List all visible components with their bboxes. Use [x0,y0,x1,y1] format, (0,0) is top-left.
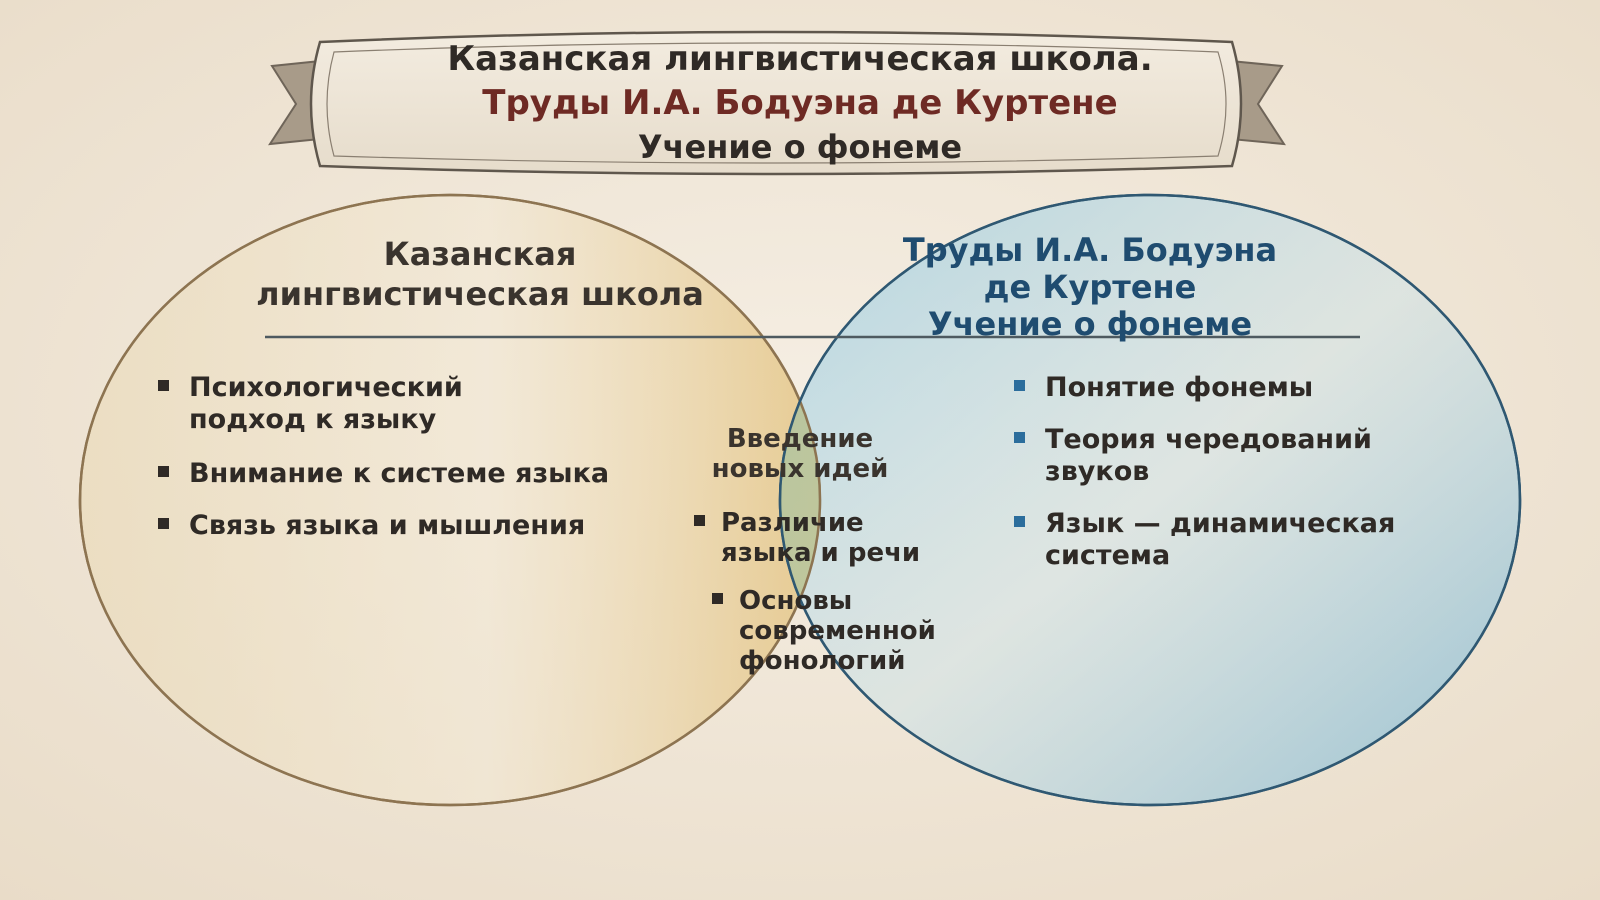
left-set-item: Внимание к системе языка [158,458,609,490]
bullet-marker [1014,516,1025,527]
right-item-text: Понятие фонемы [1045,372,1314,403]
bullet-marker [158,466,169,477]
left-set-outline [78,193,822,807]
right-set-item: Язык — динамическая система [1014,508,1395,572]
left-item-text: Связь языка и мышления [189,510,586,541]
right-set-outline [778,193,1522,807]
left-set-item: Психологический подход к языку [158,372,463,436]
right-item-text: Язык — динамическая система [1045,508,1396,571]
bullet-marker [1014,432,1025,443]
banner-scroll [309,30,1243,176]
banner-topic: Учение о фонеме [637,128,963,166]
left-item-text: Психологический подход к языку [189,372,463,435]
intersection-item: Различие языка и речи [694,508,920,568]
intersection-item: Основы современной фонологий [712,586,936,676]
bullet-marker [158,518,169,529]
right-set-title: Труды И.А. Бодуэна де Куртене Учение о ф… [902,231,1278,343]
bullet-marker [158,380,169,391]
bullet-marker [1014,380,1025,391]
intersection-heading: Введение новых идей [711,424,889,484]
intersection-item-text: Основы современной фонологий [739,586,936,676]
intersection-item-text: Различие языка и речи [721,508,921,568]
right-set-item: Понятие фонемы [1014,372,1313,404]
right-set-item: Теория чередований звуков [1014,424,1372,488]
title-banner [268,30,1286,176]
banner-title: Казанская лингвистическая школа. [447,39,1153,79]
left-set-title: Казанская лингвистическая школа [256,235,704,313]
bullet-marker [712,593,723,604]
banner-inner-frame [326,42,1227,164]
right-item-text: Теория чередований звуков [1045,424,1372,487]
banner-subtitle: Труды И.А. Бодуэна де Куртене [482,83,1118,123]
bullet-marker [694,515,705,526]
left-item-text: Внимание к системе языка [189,458,610,489]
left-set-item: Связь языка и мышления [158,510,585,542]
